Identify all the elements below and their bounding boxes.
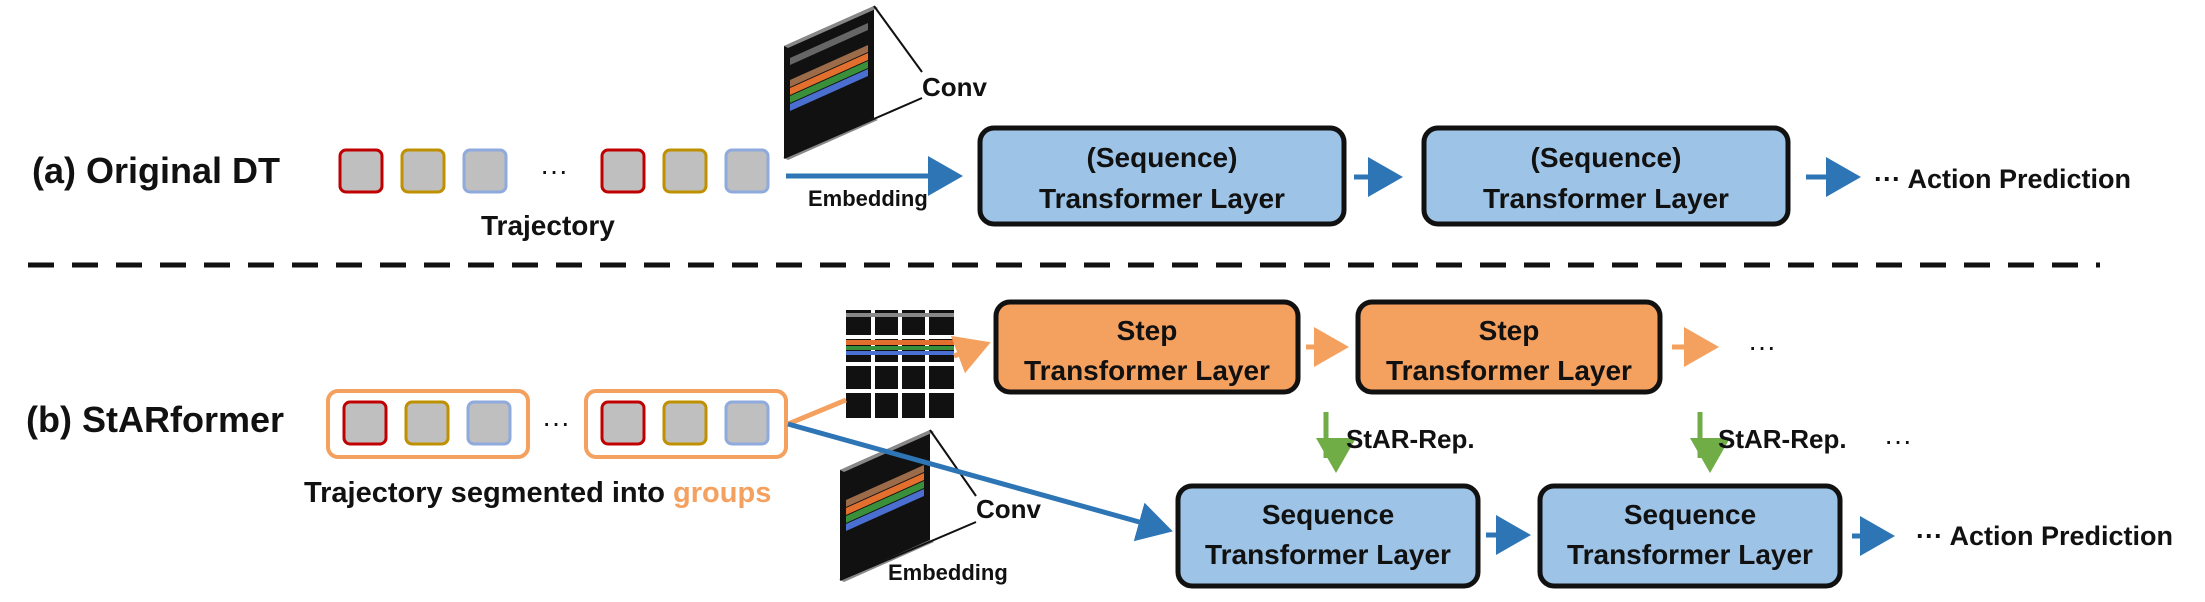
step-transformer-layer-2	[1355, 299, 1663, 395]
layer-title: Step	[1479, 315, 1540, 346]
layer-subtitle: Transformer Layer	[1039, 183, 1285, 214]
token-blue	[466, 400, 512, 446]
layer-subtitle: Transformer Layer	[1205, 539, 1451, 570]
embedding-label: Embedding	[888, 560, 1008, 585]
conv-label: Conv	[922, 72, 988, 102]
layer-title: Sequence	[1262, 499, 1394, 530]
panel-b-label: (b) StARformer	[26, 399, 284, 440]
groups-highlight: groups	[673, 477, 771, 509]
sequence-transformer-layer-b2	[1537, 483, 1843, 589]
token-gold	[662, 148, 708, 194]
token-blue	[462, 148, 508, 194]
trajectory-groups-prefix: Trajectory segmented into	[304, 477, 673, 509]
token-blue	[724, 148, 770, 194]
token-gold	[404, 400, 450, 446]
trajectory-groups-label: Trajectory segmented into groups	[304, 477, 771, 509]
ellipsis: ···	[540, 155, 568, 186]
token-red	[338, 148, 384, 194]
action-prediction-label: ··· Action Prediction	[1916, 521, 2173, 551]
action-prediction-label: ··· Action Prediction	[1874, 164, 2131, 194]
game-frame-icon	[840, 430, 934, 582]
layer-subtitle: Transformer Layer	[1567, 539, 1813, 570]
embedding-label: Embedding	[808, 186, 928, 211]
star-rep-label: StAR-Rep.	[1346, 424, 1475, 454]
game-frame-icon	[784, 6, 878, 160]
panel-a-label: (a) Original DT	[32, 150, 280, 191]
star-rep-label: StAR-Rep.	[1718, 424, 1847, 454]
layer-subtitle: Transformer Layer	[1483, 183, 1729, 214]
group-box	[326, 389, 530, 459]
trajectory-tokens-a: ···	[338, 148, 770, 194]
step-input-arrow	[787, 397, 847, 427]
star-ellipsis: ···	[1884, 425, 1912, 456]
token-gold	[400, 148, 446, 194]
layer-subtitle: Transformer Layer	[1024, 355, 1270, 386]
conv-line	[929, 429, 977, 497]
trajectory-label: Trajectory	[481, 210, 615, 241]
layer-subtitle: Transformer Layer	[1386, 355, 1632, 386]
step-input-arrow	[950, 335, 991, 374]
group-box	[584, 389, 788, 459]
token-red	[342, 400, 388, 446]
token-blue	[724, 400, 770, 446]
conv-line	[783, 97, 923, 159]
layer-title: Step	[1117, 315, 1178, 346]
layer-title: (Sequence)	[1531, 142, 1682, 173]
layer-title: Sequence	[1624, 499, 1756, 530]
ellipsis: ···	[542, 407, 570, 438]
token-gold	[662, 400, 708, 446]
embedding-arrow	[787, 421, 1173, 542]
step-transformer-layer-1	[993, 299, 1301, 395]
sequence-transformer-layer-1	[977, 125, 1347, 227]
patch-grid-icon	[846, 310, 954, 418]
layer-title: (Sequence)	[1087, 142, 1238, 173]
trajectory-groups-b: ···	[326, 389, 788, 459]
conv-line	[839, 521, 977, 581]
conv-line	[873, 5, 923, 73]
conv-label: Conv	[976, 494, 1042, 524]
token-red	[600, 400, 646, 446]
sequence-transformer-layer-b1	[1175, 483, 1481, 589]
token-red	[600, 148, 646, 194]
sequence-transformer-layer-2	[1421, 125, 1791, 227]
step-ellipsis: ···	[1748, 331, 1776, 362]
